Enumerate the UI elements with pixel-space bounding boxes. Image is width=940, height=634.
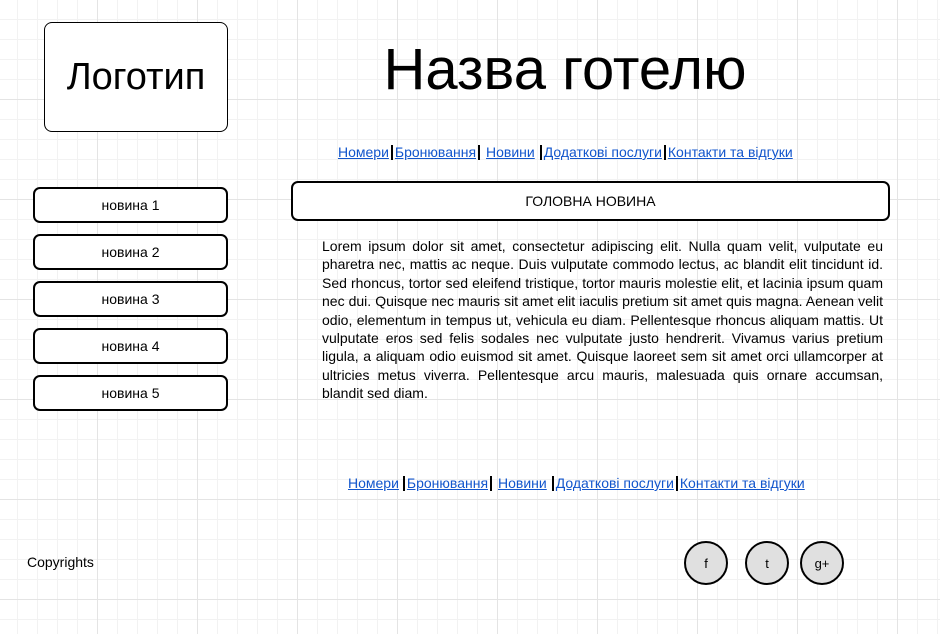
sidebar-news-item-4[interactable]: новина 4 <box>33 328 228 364</box>
hotel-name: Назва готелю <box>383 37 747 102</box>
facebook-button[interactable]: f <box>684 541 728 585</box>
copyright-text: Copyrights <box>27 554 94 570</box>
nav-link-contacts[interactable]: Контакти та відгуки <box>667 144 793 160</box>
nav-link-services[interactable]: Додаткові послуги <box>555 475 674 491</box>
googleplus-button[interactable]: g+ <box>800 541 844 585</box>
nav-separator <box>675 475 678 491</box>
bottom-nav: Номери Бронювання Новини Додаткові послу… <box>348 475 805 491</box>
nav-link-rooms[interactable]: Номери <box>348 475 399 491</box>
nav-separator <box>478 144 481 160</box>
top-nav: Номери Бронювання Новини Додаткові послу… <box>338 144 793 160</box>
nav-link-booking[interactable]: Бронювання <box>406 475 489 491</box>
nav-separator <box>539 144 542 160</box>
main-news-text: Lorem ipsum dolor sit amet, consectetur … <box>322 238 883 402</box>
logo[interactable]: Логотип <box>44 22 228 132</box>
nav-link-contacts[interactable]: Контакти та відгуки <box>679 475 805 491</box>
nav-separator <box>551 475 554 491</box>
main-news-headline[interactable]: ГОЛОВНА НОВИНА <box>291 181 890 221</box>
twitter-button[interactable]: t <box>745 541 789 585</box>
sidebar-news-item-5[interactable]: новина 5 <box>33 375 228 411</box>
sidebar-news-item-2[interactable]: новина 2 <box>33 234 228 270</box>
nav-link-booking[interactable]: Бронювання <box>394 144 477 160</box>
nav-separator <box>490 475 493 491</box>
sidebar-news-item-3[interactable]: новина 3 <box>33 281 228 317</box>
nav-link-news[interactable]: Новини <box>486 144 535 160</box>
sidebar-news-list: новина 1 новина 2 новина 3 новина 4 нови… <box>33 187 228 422</box>
nav-link-services[interactable]: Додаткові послуги <box>543 144 662 160</box>
nav-separator <box>390 144 393 160</box>
nav-link-news[interactable]: Новини <box>498 475 547 491</box>
sidebar-news-item-1[interactable]: новина 1 <box>33 187 228 223</box>
nav-separator <box>402 475 405 491</box>
nav-separator <box>663 144 666 160</box>
nav-link-rooms[interactable]: Номери <box>338 144 389 160</box>
